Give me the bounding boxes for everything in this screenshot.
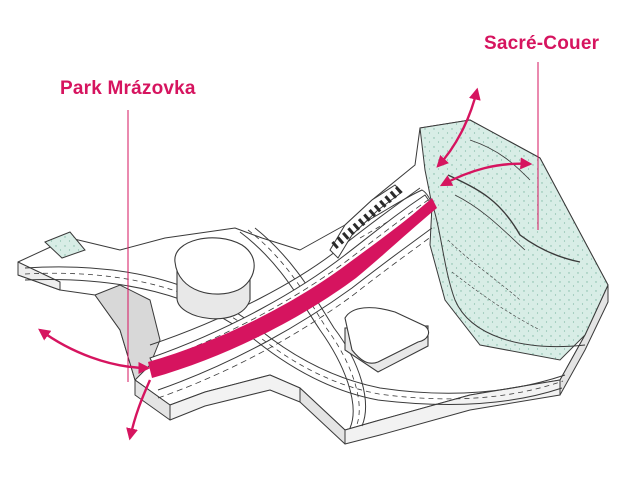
elevated-roadway (149, 187, 433, 399)
arrow-south-icon (126, 379, 152, 441)
tunnel-route-highlight (148, 198, 437, 378)
label-park-mrazovka: Park Mrázovka (60, 78, 196, 99)
label-sacre-couer: Sacré-Couer (484, 33, 600, 54)
roads (24, 189, 586, 429)
arrow-east-icon (439, 157, 533, 187)
direction-arrows (38, 87, 533, 441)
rail-strip (329, 184, 403, 259)
triangular-building (344, 307, 430, 373)
oval-building (174, 237, 255, 320)
arrow-west-icon (38, 328, 151, 374)
